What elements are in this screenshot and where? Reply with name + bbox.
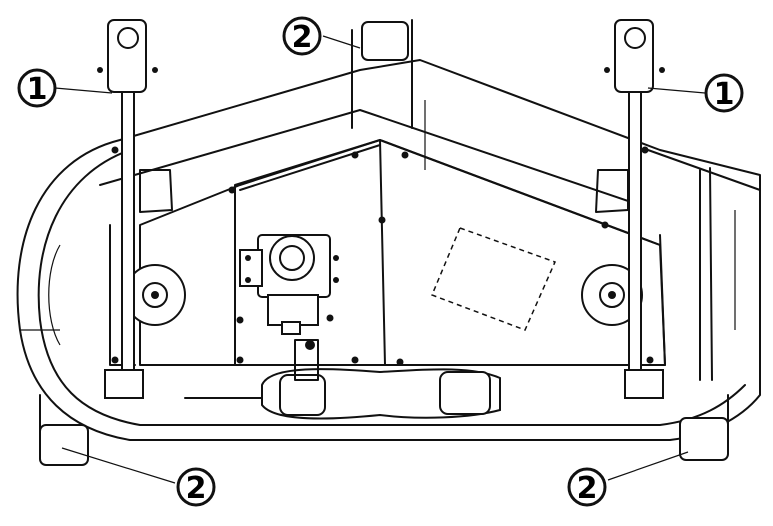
leader-lines: [54, 35, 706, 484]
bottom-left-roller: [39, 394, 89, 466]
center-cover: [234, 100, 661, 366]
callout-number: 2: [186, 471, 207, 506]
callout-top-2: 2: [282, 16, 322, 56]
bottom-right-roller: [679, 394, 729, 461]
right-spindle: [581, 264, 643, 326]
gearbox: [239, 234, 339, 335]
callout-number: 1: [27, 72, 48, 107]
front-roller-assembly: [184, 339, 501, 420]
bolts: [111, 146, 654, 366]
right-side-plate: [659, 234, 666, 366]
callout-left-1: 1: [17, 68, 57, 108]
callout-number: 2: [577, 471, 598, 506]
left-gauge-wheel-bracket: [97, 19, 158, 399]
callout-bottom-left-2: 2: [176, 467, 216, 507]
top-roller: [351, 19, 413, 129]
callout-number: 1: [714, 77, 735, 112]
right-gauge-wheel-bracket: [604, 19, 665, 399]
callout-bottom-right-2: 2: [567, 467, 607, 507]
callout-right-1: 1: [704, 73, 744, 113]
left-hanger: [139, 169, 173, 213]
callout-number: 2: [292, 20, 313, 55]
